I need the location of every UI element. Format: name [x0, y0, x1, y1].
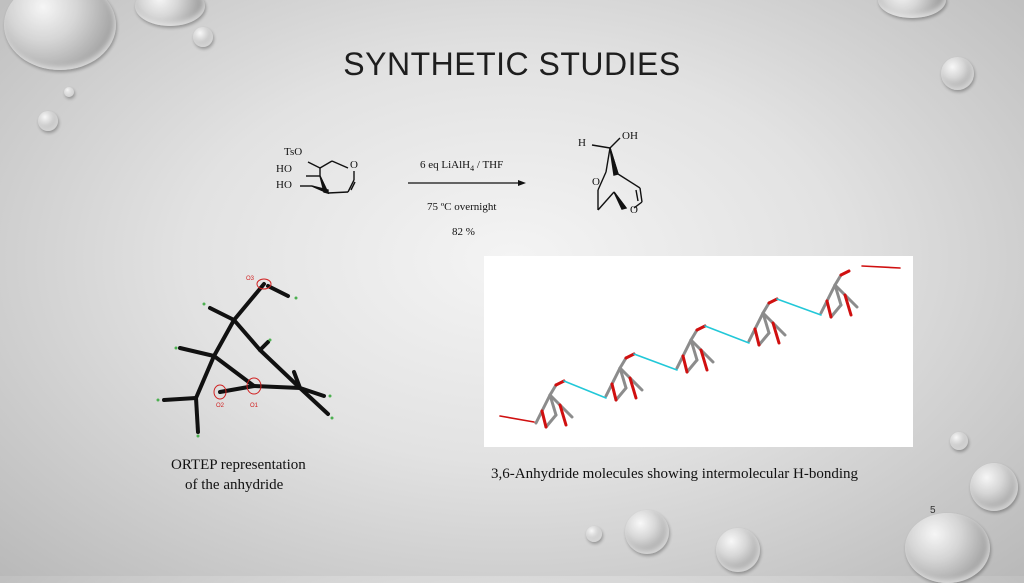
- crystal-packing-structure: [499, 265, 901, 429]
- molecule-oxygen-bond: [624, 352, 636, 360]
- reagent-solvent: / THF: [474, 159, 504, 171]
- molecule-oxygen-bond: [843, 293, 853, 317]
- molecule-oxygen-bond: [540, 409, 548, 429]
- product-h-label: H: [578, 137, 586, 149]
- molecule-bond: [689, 338, 699, 362]
- reagent-label: 6 eq LiAlH4 / THF: [420, 159, 503, 173]
- water-drop-decoration: [878, 0, 946, 18]
- water-drop-decoration: [905, 513, 990, 583]
- molecule-oxygen-bond: [753, 327, 761, 347]
- terminal-bond: [499, 415, 535, 423]
- molecule-bond: [548, 393, 558, 417]
- molecule-oxygen-bond: [825, 299, 833, 319]
- molecule-bond: [829, 303, 843, 319]
- product-oh-label: OH: [622, 130, 638, 142]
- ortep-caption-line-2: of the anhydride: [185, 477, 284, 493]
- water-drop-decoration: [625, 510, 669, 554]
- ho-label-1: HO: [276, 163, 292, 175]
- molecule-oxygen-bond: [610, 382, 618, 402]
- molecule-oxygen-bond: [554, 379, 566, 387]
- water-drop-decoration: [64, 87, 74, 97]
- molecule-bond: [685, 358, 699, 374]
- product-ring-oxygen-label: O: [630, 204, 638, 216]
- water-drop-decoration: [4, 0, 116, 70]
- starting-material-structure: [300, 160, 356, 195]
- ortep-atom-o3: O3: [246, 276, 255, 282]
- reaction-scheme: TsO HO HO O 6 eq LiAlH4 / THF 75 ºC over…: [270, 128, 670, 248]
- molecule-bond: [761, 311, 771, 335]
- molecule-bond: [540, 393, 552, 413]
- molecule-bond: [761, 301, 771, 315]
- reaction-arrowhead: [518, 180, 526, 186]
- molecule-bond: [689, 328, 699, 342]
- terminal-bond: [861, 265, 901, 269]
- ortep-atom-o1: O1: [250, 403, 259, 409]
- water-drop-decoration: [950, 432, 968, 450]
- molecule-bond: [833, 283, 843, 307]
- hydrogen-bond: [704, 325, 750, 344]
- molecule-bond: [825, 283, 837, 303]
- molecule-oxygen-bond: [767, 297, 779, 305]
- molecule-bond: [618, 366, 628, 390]
- molecule-oxygen-bond: [681, 354, 689, 374]
- reaction-structures: [300, 137, 643, 211]
- ring-oxygen-label: O: [350, 159, 358, 171]
- reagent-text: 6 eq LiAlH: [420, 159, 471, 171]
- ortep-structure: O3 O2 O1: [156, 276, 334, 438]
- water-drop-decoration: [941, 57, 974, 90]
- water-drop-decoration: [716, 528, 760, 572]
- ortep-caption: ORTEP representation of the anhydride: [171, 455, 306, 495]
- reagent-subscript: 4: [470, 164, 475, 174]
- tso-label: TsO: [284, 146, 303, 158]
- molecule-bond: [610, 366, 622, 386]
- molecule-oxygen-bond: [628, 376, 638, 400]
- molecule-bond: [833, 273, 843, 287]
- molecule-bond: [544, 413, 558, 429]
- water-drop-decoration: [970, 463, 1018, 511]
- molecule-bond: [618, 356, 628, 370]
- water-drop-decoration: [38, 111, 58, 131]
- ortep-caption-line-1: ORTEP representation: [171, 457, 306, 473]
- hydrogen-bond: [633, 353, 678, 371]
- water-drop-decoration: [193, 27, 213, 47]
- molecule-oxygen-bond: [839, 269, 851, 277]
- water-drop-decoration: [135, 0, 205, 26]
- crystal-packing-image: [484, 256, 913, 447]
- ortep-atom-o2: O2: [216, 403, 225, 409]
- product-bridge-oxygen-label: O: [592, 176, 600, 188]
- slide-title: SYNTHETIC STUDIES: [343, 46, 681, 82]
- water-drop-decoration: [586, 526, 602, 542]
- product-structure: [591, 137, 643, 211]
- page-number: 5: [930, 505, 936, 516]
- molecule-bond: [614, 386, 628, 402]
- hydrogen-bond: [563, 380, 607, 399]
- molecule-oxygen-bond: [558, 403, 568, 427]
- molecule-bond: [548, 383, 558, 397]
- crystal-caption: 3,6-Anhydride molecules showing intermol…: [491, 466, 859, 482]
- ortep-drawing: O3 O2 O1: [150, 268, 340, 438]
- hydrogen-bond: [776, 298, 822, 316]
- molecule-bond: [681, 338, 693, 358]
- molecule-oxygen-bond: [771, 321, 781, 345]
- ho-label-2: HO: [276, 179, 292, 191]
- molecule-bond: [757, 331, 771, 347]
- condition-label: 75 ºC overnight: [427, 201, 497, 213]
- molecule-oxygen-bond: [695, 324, 707, 332]
- molecule-oxygen-bond: [699, 348, 709, 372]
- molecule-bond: [753, 311, 765, 331]
- yield-label: 82 %: [452, 226, 475, 238]
